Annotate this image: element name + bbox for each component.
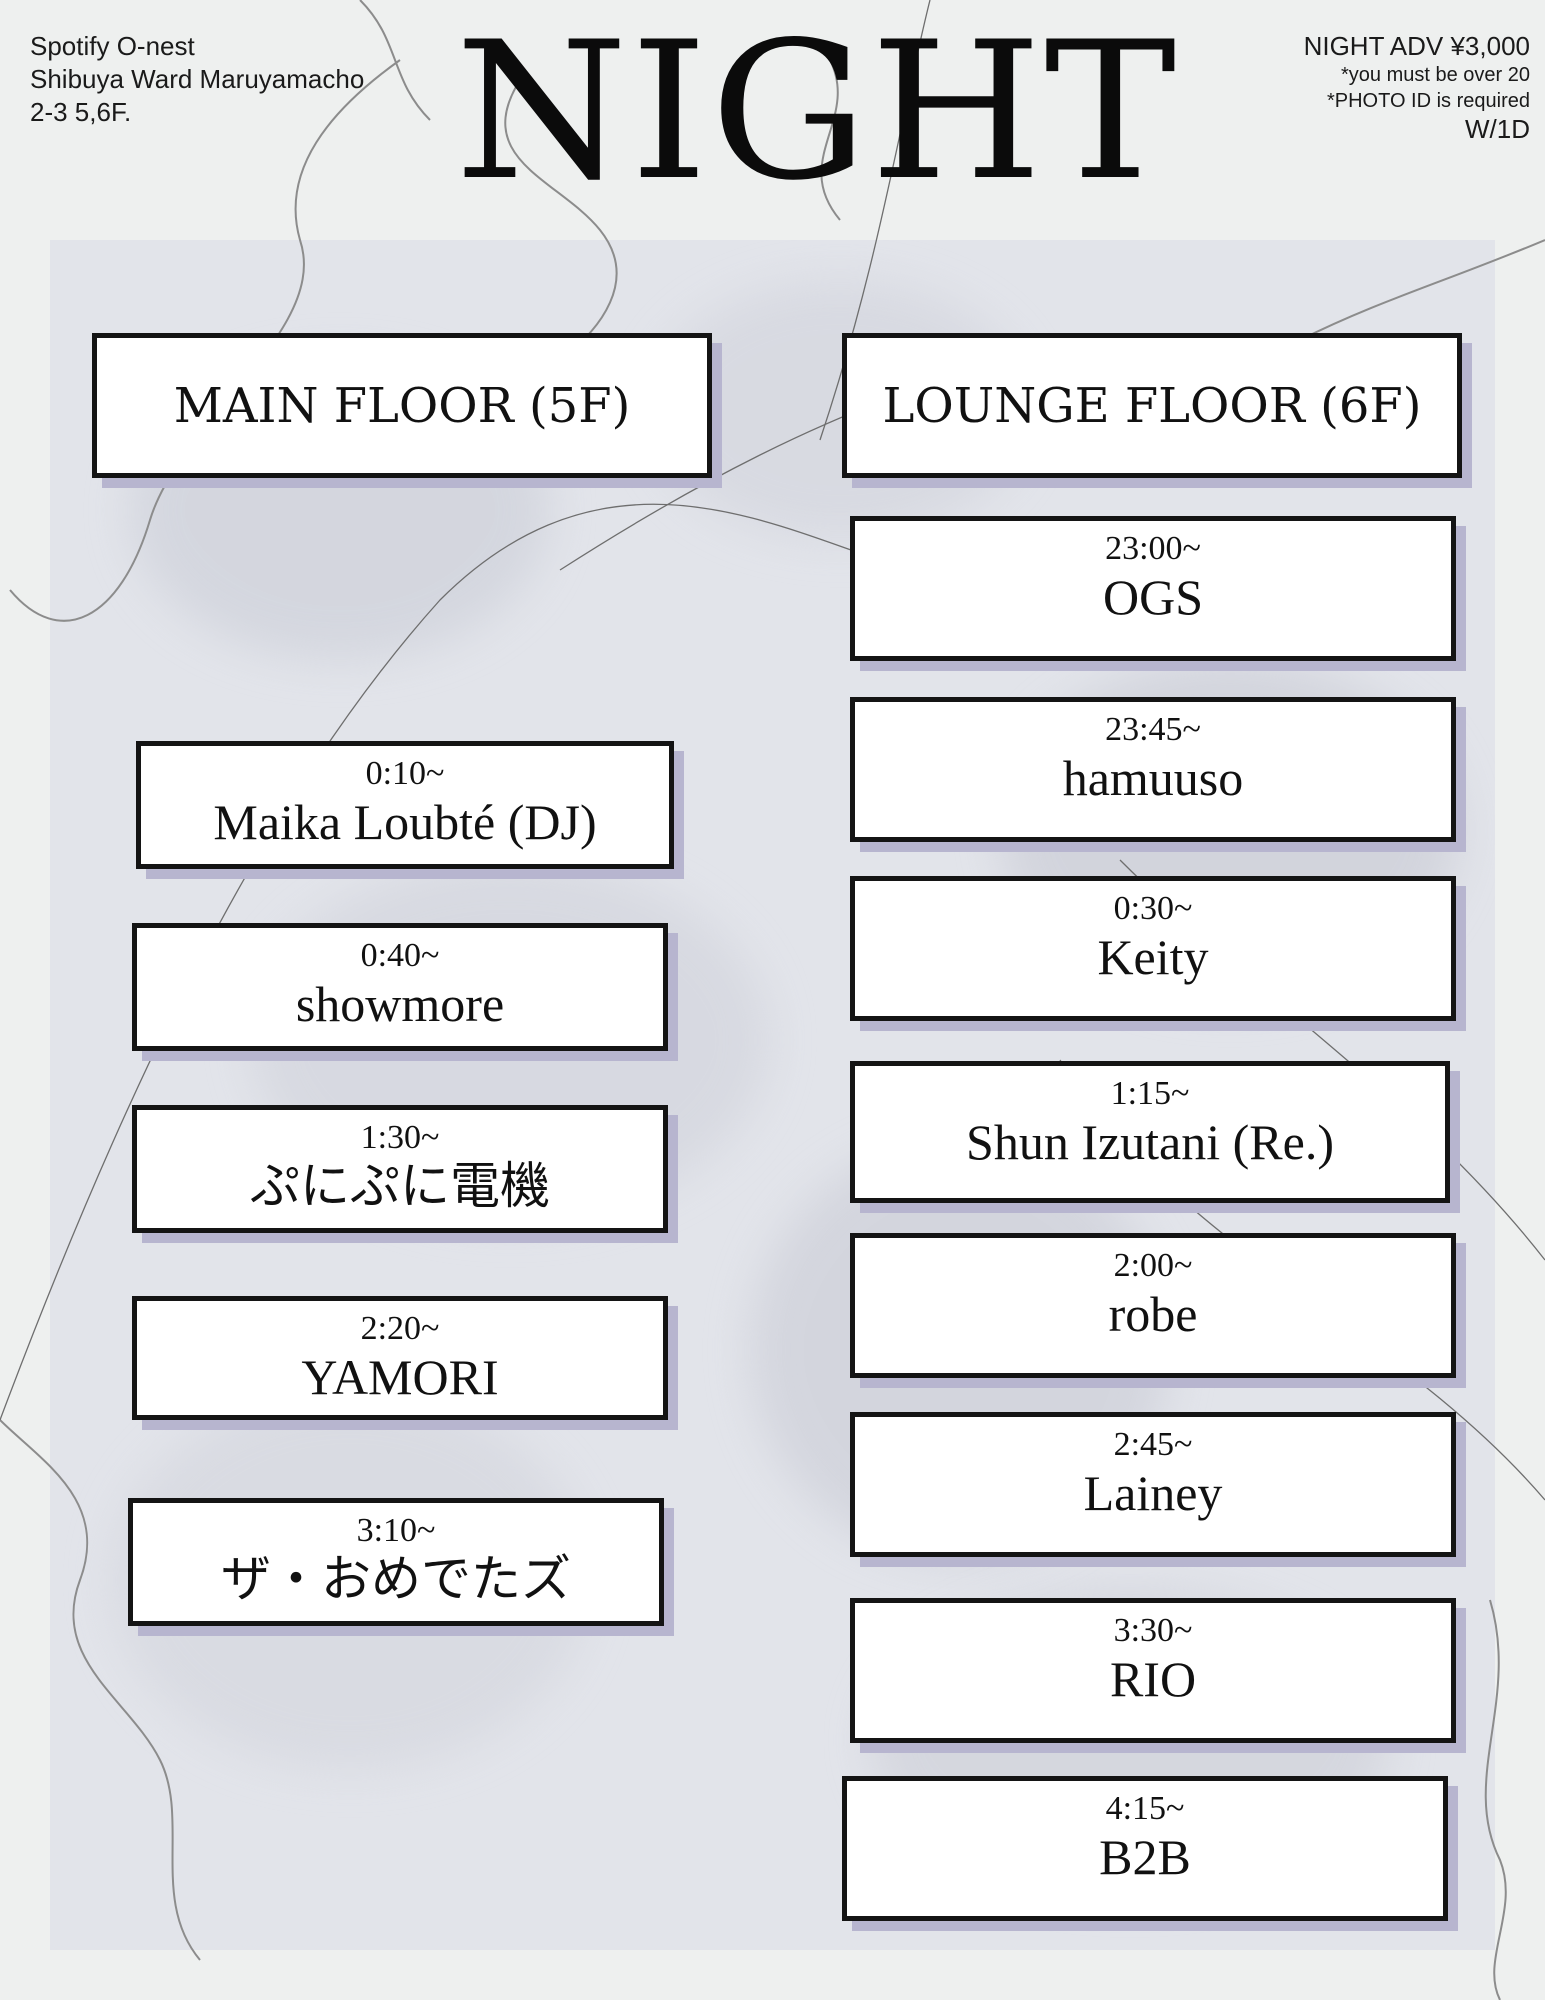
lounge-slot: 1:15~ Shun Izutani (Re.) — [850, 1061, 1450, 1203]
slot-time: 4:15~ — [1105, 1790, 1185, 1827]
slot-time: 0:40~ — [360, 937, 440, 974]
main-slot: 1:30~ ぷにぷに電機 — [132, 1105, 668, 1233]
slot-time: 2:20~ — [360, 1310, 440, 1347]
slot-time: 3:30~ — [1113, 1612, 1193, 1649]
lounge-slot: 23:45~ hamuuso — [850, 697, 1456, 842]
lounge-slot: 4:15~ B2B — [842, 1776, 1448, 1921]
ticket-info: NIGHT ADV ¥3,000 *you must be over 20 *P… — [1304, 30, 1530, 144]
slot-artist: ぷにぷに電機 — [250, 1158, 550, 1214]
slot-artist: hamuuso — [1062, 750, 1244, 806]
slot-artist: RIO — [1109, 1651, 1197, 1707]
main-floor-header: MAIN FLOOR (5F) — [92, 333, 712, 478]
slot-time: 1:30~ — [360, 1119, 440, 1156]
venue-info: Spotify O-nest Shibuya Ward Maruyamacho … — [30, 30, 364, 129]
slot-time: 1:15~ — [1110, 1075, 1190, 1112]
main-slot: 2:20~ YAMORI — [132, 1296, 668, 1420]
slot-time: 3:10~ — [356, 1512, 436, 1549]
lounge-slot: 2:45~ Lainey — [850, 1412, 1456, 1557]
slot-artist: YAMORI — [301, 1349, 499, 1405]
slot-time: 0:10~ — [365, 755, 445, 792]
drink-note: W/1D — [1465, 114, 1530, 144]
event-title: NIGHT — [455, 1, 1179, 222]
id-note: *PHOTO ID is required — [1326, 90, 1530, 112]
lounge-slot: 3:30~ RIO — [850, 1598, 1456, 1743]
slot-artist: Keity — [1097, 929, 1209, 985]
slot-artist: Shun Izutani (Re.) — [966, 1114, 1334, 1170]
main-floor-label: MAIN FLOOR (5F) — [173, 377, 631, 434]
slot-artist: B2B — [1099, 1829, 1191, 1885]
lounge-slot: 23:00~ OGS — [850, 516, 1456, 661]
main-slot: 0:10~ Maika Loubté (DJ) — [136, 741, 674, 869]
venue-address: Shibuya Ward Maruyamacho — [30, 64, 365, 94]
slot-artist: showmore — [295, 976, 505, 1032]
slot-artist: robe — [1108, 1286, 1198, 1342]
lounge-slot: 0:30~ Keity — [850, 876, 1456, 1021]
lounge-floor-header: LOUNGE FLOOR (6F) — [842, 333, 1462, 478]
slot-time: 2:45~ — [1113, 1426, 1193, 1463]
slot-time: 0:30~ — [1113, 890, 1193, 927]
slot-time: 23:00~ — [1105, 530, 1201, 567]
slot-time: 23:45~ — [1105, 711, 1201, 748]
lounge-floor-label: LOUNGE FLOOR (6F) — [882, 377, 1422, 434]
slot-artist: Maika Loubté (DJ) — [213, 794, 597, 850]
slot-time: 2:00~ — [1113, 1247, 1193, 1284]
slot-artist: ザ・おめでたズ — [221, 1551, 571, 1607]
slot-artist: OGS — [1102, 569, 1204, 625]
age-note: *you must be over 20 — [1341, 64, 1530, 86]
ticket-price: NIGHT ADV ¥3,000 — [1303, 31, 1530, 61]
main-slot: 0:40~ showmore — [132, 923, 668, 1051]
main-slot: 3:10~ ザ・おめでたズ — [128, 1498, 664, 1626]
lounge-slot: 2:00~ robe — [850, 1233, 1456, 1378]
venue-address-detail: 2-3 5,6F. — [30, 97, 132, 127]
venue-name: Spotify O-nest — [30, 31, 195, 61]
slot-artist: Lainey — [1083, 1465, 1223, 1521]
